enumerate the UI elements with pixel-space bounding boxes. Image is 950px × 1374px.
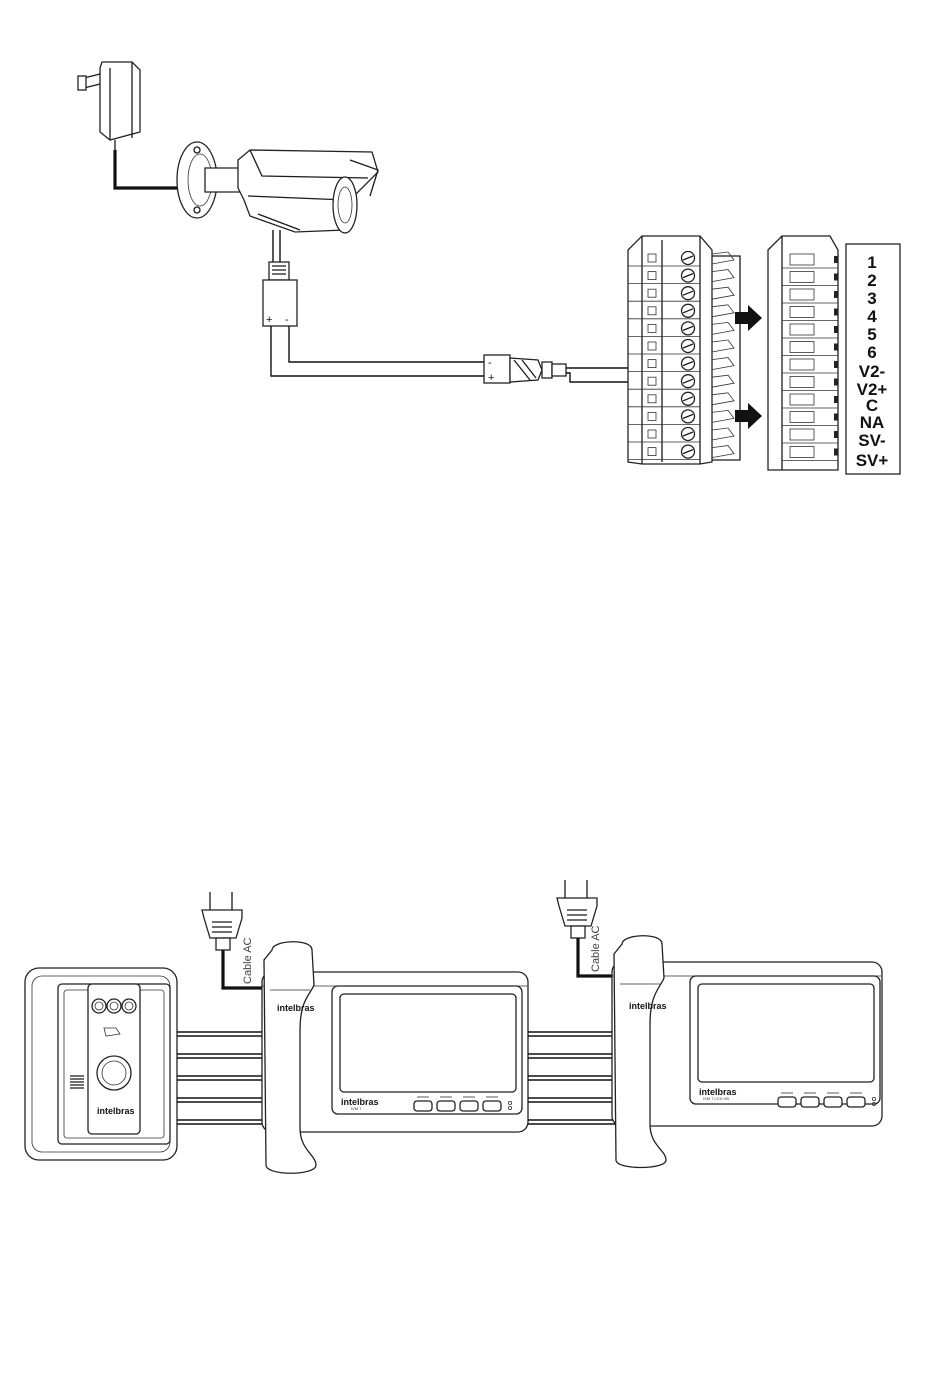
door-station: intelbras <box>25 968 177 1160</box>
monitor-button[interactable] <box>437 1101 455 1111</box>
terminal-prong <box>712 446 734 458</box>
terminal-block <box>628 236 740 464</box>
receptacle-pin <box>834 291 838 298</box>
terminal-prong <box>712 375 734 387</box>
monitor-button[interactable] <box>483 1101 501 1111</box>
inline-connector-plus: + <box>488 372 494 384</box>
intercom-wiring-diagram: Cable AC Cable AC intelbras <box>25 880 882 1173</box>
terminal-prong <box>712 270 734 282</box>
bullet-camera <box>177 142 378 233</box>
cable-ac-label-left: Cable AC <box>242 937 254 984</box>
monitor-right-model: IVM 7 LCD HD <box>703 1096 730 1101</box>
terminal-prong <box>712 252 734 264</box>
receptacle-pin <box>834 274 838 281</box>
terminal-prong <box>712 358 734 370</box>
terminal-prong <box>712 428 734 440</box>
terminal-prong <box>712 410 734 422</box>
terminal-label: V2- <box>859 362 885 381</box>
receptacle-pin <box>834 256 838 263</box>
monitor-button[interactable] <box>778 1097 796 1107</box>
arrow-right-icon <box>735 403 762 429</box>
power-adapter <box>78 62 140 150</box>
terminal-prong <box>712 393 734 405</box>
monitor-button[interactable] <box>460 1101 478 1111</box>
receptacle-pin <box>834 309 838 316</box>
receptacle-strip <box>768 236 838 470</box>
door-station-brand: intelbras <box>97 1106 135 1116</box>
terminal-label: 1 <box>867 253 876 272</box>
monitor-button[interactable] <box>414 1101 432 1111</box>
adapter-cable <box>115 150 178 188</box>
receptacle-pin <box>834 414 838 421</box>
terminal-prong <box>712 287 734 299</box>
monitor-right: intelbras IVM 7 LCD HD intelbras <box>612 936 882 1168</box>
receptacle-pin <box>834 396 838 403</box>
terminal-label: SV+ <box>856 451 889 470</box>
camera-pigtail-plug <box>269 262 289 280</box>
handset-right-brand: intelbras <box>629 1001 667 1011</box>
terminal-label: 3 <box>867 289 876 308</box>
terminal-label: NA <box>860 413 885 432</box>
receptacle-pin <box>834 326 838 333</box>
receptacle-pin <box>834 449 838 456</box>
receptacle-pin <box>834 379 838 386</box>
terminal-label: 5 <box>867 325 876 344</box>
terminal-label: 6 <box>867 343 876 362</box>
terminal-label: 2 <box>867 271 876 290</box>
ac-plug-left <box>202 892 242 950</box>
monitor-button[interactable] <box>847 1097 865 1107</box>
terminal-label: 4 <box>867 307 877 326</box>
receptacle-pin <box>834 361 838 368</box>
bus-wires-right <box>528 1032 618 1124</box>
receptacle-pin <box>834 431 838 438</box>
monitor-left-model: IVM 7 <box>351 1106 362 1111</box>
receptacle-pin <box>834 344 838 351</box>
inline-connector-minus: - <box>488 357 492 369</box>
camera-cable <box>271 326 486 376</box>
terminal-prong <box>712 322 734 334</box>
monitor-button[interactable] <box>824 1097 842 1107</box>
handset-left-brand: intelbras <box>277 1003 315 1013</box>
terminal-prong <box>712 305 734 317</box>
arrow-right-icon <box>735 305 762 331</box>
monitor-button[interactable] <box>801 1097 819 1107</box>
monitor-left: intelbras IVM 7 intelbras <box>262 942 528 1174</box>
bus-wires-left <box>177 1032 268 1124</box>
terminal-prong <box>712 340 734 352</box>
camera-connector-minus: - <box>285 314 289 326</box>
terminal-label: SV- <box>858 431 885 450</box>
cable-ac-label-right: Cable AC <box>590 925 602 972</box>
camera-connector-plus: + <box>266 314 272 326</box>
